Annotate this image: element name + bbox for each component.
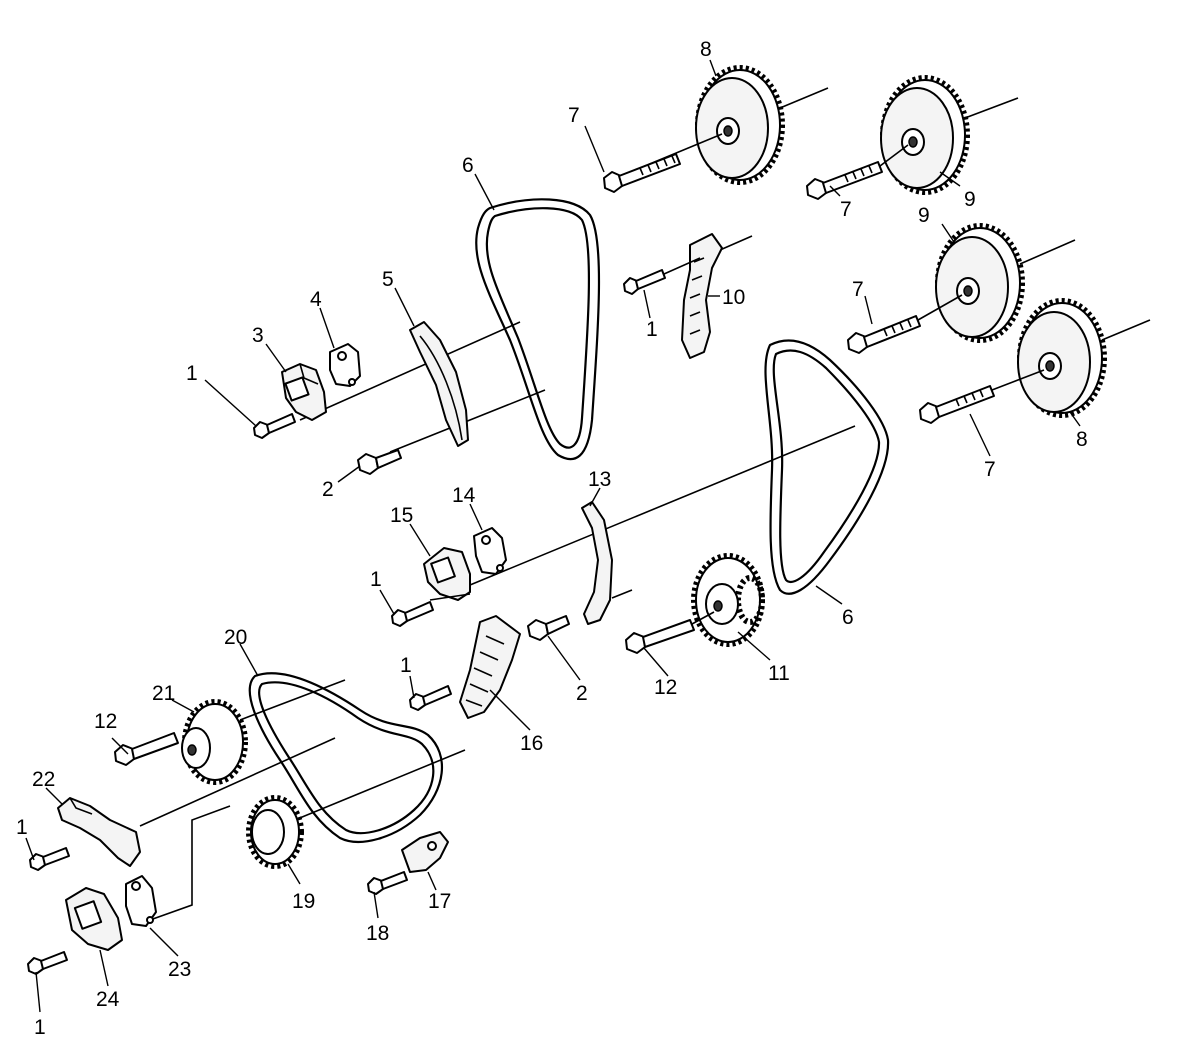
intermediate-sprocket-11: [691, 553, 765, 647]
callout-9: 9: [964, 188, 976, 211]
camshaft-actuator-9-lower: [935, 223, 1076, 343]
stud-2-upper: [357, 449, 402, 475]
callout-2: 2: [576, 682, 588, 705]
callout-22: 22: [32, 768, 55, 791]
timing-chain-6-upper: [475, 198, 601, 461]
gasket-23: [125, 875, 157, 927]
callout-6: 6: [842, 606, 854, 629]
bolt-7-upper-right: [806, 144, 909, 200]
bolt-1-tensioner-15: [391, 601, 434, 627]
stud-2-lower: [527, 615, 570, 641]
callout-14: 14: [452, 484, 476, 507]
camshaft-actuator-8-upper: [639, 65, 829, 185]
callout-19: 19: [292, 890, 315, 913]
crankshaft-sprocket-19: [246, 795, 304, 869]
callout-9: 9: [918, 204, 930, 227]
bolt-1-tensioner-3: [253, 413, 296, 439]
callout-7: 7: [984, 458, 996, 481]
bolt-7-right-middle: [847, 294, 963, 354]
lower-axis-line-2: [139, 737, 336, 827]
lower-axis-line-1: [239, 679, 346, 721]
timing-chain-6-lower: [764, 339, 890, 595]
chain-guide-10: [681, 233, 753, 359]
callout-10: 10: [722, 286, 745, 309]
tensioner-3: [281, 363, 327, 421]
bolt-1-guide-22: [29, 847, 70, 871]
callout-1: 1: [400, 654, 412, 677]
callout-8: 8: [1076, 428, 1088, 451]
crankshaft-sprocket-21: [181, 699, 248, 785]
tensioner-15: [423, 547, 471, 601]
callout-16: 16: [520, 732, 543, 755]
chain-guide-17: [401, 831, 449, 873]
callout-11: 11: [768, 662, 790, 685]
callout-8: 8: [700, 38, 712, 61]
bolt-1-guide-16: [409, 685, 452, 711]
callout-1: 1: [34, 1016, 46, 1039]
timing-chain-20: [248, 672, 444, 843]
callout-7: 7: [840, 198, 852, 221]
callout-4: 4: [310, 288, 322, 311]
callout-15: 15: [390, 504, 413, 527]
callout-21: 21: [152, 682, 175, 705]
callout-18: 18: [366, 922, 389, 945]
gasket-14: [473, 527, 507, 575]
camshaft-actuator-8-lower: [1017, 298, 1151, 418]
chain-guide-22: [57, 797, 141, 867]
callout-13: 13: [588, 468, 611, 491]
callout-20: 20: [224, 626, 247, 649]
bolt-7-right-lower: [919, 369, 1045, 424]
bolt-1-guide-10: [623, 257, 701, 295]
chain-tensioner-shoe-5: [409, 321, 469, 447]
callout-12: 12: [94, 710, 117, 733]
callout-2: 2: [322, 478, 334, 501]
bolt-12-sprocket-11: [625, 611, 715, 654]
gasket-4: [329, 343, 361, 387]
leader-lines: [25, 59, 1081, 1013]
bolt-12-sprocket-21: [114, 732, 179, 766]
callout-24: 24: [96, 988, 120, 1011]
callout-7: 7: [852, 278, 864, 301]
chain-guide-13: [581, 501, 633, 625]
chain-guide-16: [459, 615, 521, 719]
callout-1: 1: [370, 568, 382, 591]
callout-5: 5: [382, 268, 394, 291]
callout-1: 1: [16, 816, 28, 839]
lower-axis-bracket: [149, 805, 231, 921]
callout-17: 17: [428, 890, 451, 913]
bolt-7-upper-left: [603, 153, 681, 193]
upper-axis-line: [299, 321, 521, 421]
callout-12: 12: [654, 676, 677, 699]
callout-23: 23: [168, 958, 191, 981]
callout-3: 3: [252, 324, 264, 347]
bolt-1-tensioner-24: [27, 951, 68, 975]
lower-axis-line-3: [289, 749, 466, 823]
callout-1: 1: [646, 318, 658, 341]
bolt-18: [367, 871, 408, 895]
callout-labels: 8 7 6 9 7 9 10 1 7 8 7 5 4 3 1 2 13 14 1…: [16, 38, 1088, 1039]
tensioner-24: [65, 887, 123, 951]
callout-1: 1: [186, 362, 198, 385]
camshaft-actuator-9-upper: [880, 75, 1019, 195]
callout-6: 6: [462, 154, 474, 177]
middle-axis-line: [469, 425, 856, 586]
callout-7: 7: [568, 104, 580, 127]
